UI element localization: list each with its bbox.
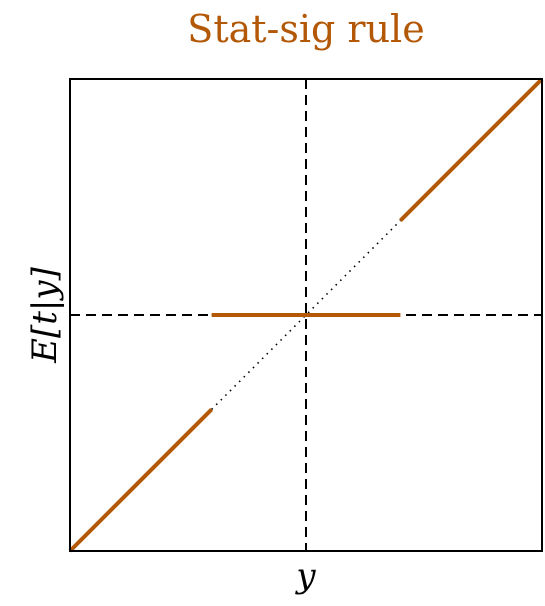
plot-frame bbox=[69, 78, 543, 552]
x-axis-label: y bbox=[294, 556, 316, 596]
reference-lines bbox=[70, 79, 542, 551]
chart-title: Stat-sig rule bbox=[187, 7, 424, 51]
data-segments bbox=[68, 77, 544, 553]
y-axis-label: E[t|y] bbox=[25, 266, 65, 363]
series-segment-1 bbox=[68, 407, 214, 553]
series-segment-3 bbox=[398, 77, 544, 223]
